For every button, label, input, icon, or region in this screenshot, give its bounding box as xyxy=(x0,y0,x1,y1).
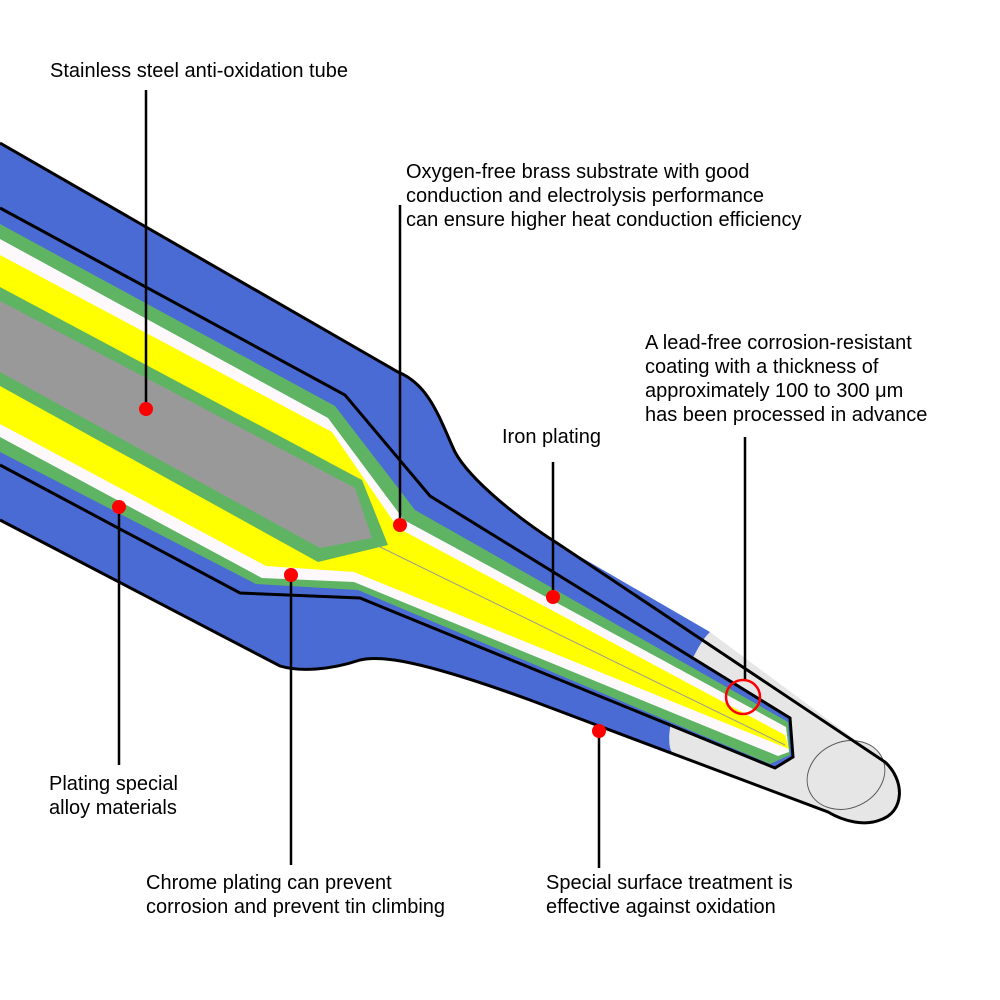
center-axis-line xyxy=(377,545,786,746)
marker-special-alloy xyxy=(112,500,126,514)
marker-chrome-plating xyxy=(284,568,298,582)
tip-end-ellipse xyxy=(806,740,886,810)
label-chrome-plating: Chrome plating can prevent corrosion and… xyxy=(146,872,445,918)
label-iron-plating: Iron plating xyxy=(502,426,601,448)
label-brass-substrate: Oxygen-free brass substrate with good co… xyxy=(406,161,801,231)
outer-outline-top xyxy=(0,141,901,825)
label-special-alloy: Plating special alloy materials xyxy=(49,773,184,819)
marker-brass-substrate xyxy=(393,518,407,532)
gray-core xyxy=(0,301,372,548)
marker-iron-plating xyxy=(546,590,560,604)
label-lead-free-coating: A lead-free corrosion-resistant coating … xyxy=(645,332,927,426)
yellow-core xyxy=(0,255,789,749)
marker-lead-free-coating-ring xyxy=(724,678,762,716)
inner-outline xyxy=(0,206,795,770)
label-surface-treatment: Special surface treatment is effective a… xyxy=(546,872,798,918)
label-stainless-tube: Stainless steel anti-oxidation tube xyxy=(50,60,348,82)
marker-surface-treatment xyxy=(592,724,606,738)
marker-stainless-tube xyxy=(139,402,153,416)
